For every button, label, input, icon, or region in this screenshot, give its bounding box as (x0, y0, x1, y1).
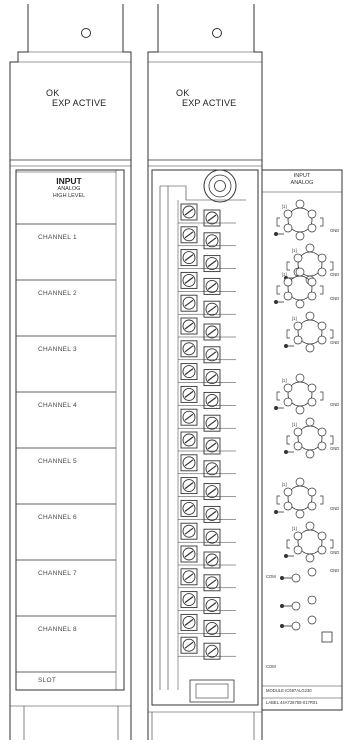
left-screw-hole (81, 28, 91, 38)
terminal-screw (203, 597, 221, 615)
terminal-screw (203, 369, 221, 387)
terminal-screw (203, 414, 221, 432)
channel-circuit (274, 267, 324, 309)
gnd-label: GND (330, 550, 340, 555)
channel-label-7: CHANNEL 7 (38, 570, 77, 577)
terminal-screw (203, 391, 221, 409)
terminal-screw (180, 226, 198, 244)
terminal-screw (203, 277, 221, 295)
terminal-screw (180, 363, 198, 381)
terminal-screw (180, 408, 198, 426)
common-terminal (280, 615, 317, 631)
right-exp-active-label: EXP ACTIVE (182, 98, 237, 108)
gnd-label: GND (330, 568, 340, 573)
terminal-screw (203, 574, 221, 592)
gnd-label: GND (330, 340, 340, 345)
terminal-screw (203, 460, 221, 478)
channel-circuits (274, 199, 334, 643)
terminal-screw (180, 340, 198, 358)
terminal-screw (203, 255, 221, 273)
terminal-screw (180, 499, 198, 517)
channel-label-1: CHANNEL 1 (38, 234, 77, 241)
channel-circuit (274, 477, 324, 519)
terminal-screw (203, 437, 221, 455)
bracket-label: [1] (292, 422, 297, 427)
terminal-screw (180, 271, 198, 289)
gnd-label: GND (330, 506, 340, 511)
gnd-label: GND (330, 272, 340, 277)
channel-circuit (284, 311, 334, 353)
terminal-screw (180, 477, 198, 495)
terminal-screw (180, 317, 198, 335)
bracket-label: [1] (292, 526, 297, 531)
terminal-screw (180, 568, 198, 586)
terminal-screw (180, 249, 198, 267)
terminal-screw (180, 454, 198, 472)
gnd-label: GND (330, 228, 340, 233)
right-screw-hole (212, 28, 222, 38)
slot-label: SLOT (38, 677, 57, 684)
label-part-number: LABEL 44A726758-017R01 (266, 700, 318, 705)
terminal-screw (180, 545, 198, 563)
gnd-label: GND (330, 296, 340, 301)
com-label: COM (266, 664, 276, 669)
module-part-number: MODULE IC697ALG230 (266, 688, 312, 693)
terminal-screw (203, 505, 221, 523)
terminal-screw (203, 323, 221, 341)
common-terminal (280, 567, 317, 583)
left-label-panel (15, 169, 125, 691)
left-header-title: INPUT (56, 176, 82, 186)
terminal-screw (203, 483, 221, 501)
channel-label-6: CHANNEL 6 (38, 514, 77, 521)
left-header-line3: HIGH LEVEL (52, 193, 86, 199)
channel-circuit (284, 521, 334, 563)
terminal-screw (180, 203, 198, 221)
terminal-screw (180, 636, 198, 654)
terminal-screw (203, 232, 221, 250)
terminal-screw (180, 385, 198, 403)
gnd-label: GND (330, 402, 340, 407)
channel-circuit (274, 199, 324, 241)
channel-label-5: CHANNEL 5 (38, 458, 77, 465)
com-label: COM (266, 574, 276, 579)
left-exp-active-label: EXP ACTIVE (52, 98, 107, 108)
common-terminal (280, 595, 317, 611)
bracket-label: [1] (282, 272, 287, 277)
wiring-label (261, 169, 343, 711)
terminal-screw (203, 551, 221, 569)
terminal-screw (180, 591, 198, 609)
wiring-title-line1: INPUT (293, 173, 311, 179)
terminal-screw (203, 209, 221, 227)
channel-label-4: CHANNEL 4 (38, 402, 77, 409)
channel-circuit (274, 373, 324, 415)
bracket-label: [1] (282, 204, 287, 209)
terminal-screw (203, 346, 221, 364)
bracket-label: [1] (292, 248, 297, 253)
terminal-screw (180, 613, 198, 631)
gnd-label: GND (330, 446, 340, 451)
right-ok-label: OK (176, 88, 190, 98)
terminal-screw (203, 528, 221, 546)
left-header-line2: ANALOG (57, 186, 81, 192)
left-module (9, 4, 132, 740)
channel-label-8: CHANNEL 8 (38, 626, 77, 633)
terminal-screws (178, 203, 236, 660)
wiring-title-line2: ANALOG (290, 180, 314, 186)
terminal-screw (203, 300, 221, 318)
terminal-screw (180, 431, 198, 449)
channel-label-2: CHANNEL 2 (38, 290, 77, 297)
left-ok-label: OK (46, 88, 60, 98)
bracket-label: [1] (282, 378, 287, 383)
bracket-label: [1] (282, 482, 287, 487)
terminal-screw (180, 522, 198, 540)
terminal-screw (203, 642, 221, 660)
channel-label-3: CHANNEL 3 (38, 346, 77, 353)
channel-circuit (284, 417, 334, 459)
terminal-screw (180, 294, 198, 312)
terminal-screw (203, 619, 221, 637)
wiring-label-panel (261, 169, 343, 711)
bracket-label: [1] (292, 316, 297, 321)
